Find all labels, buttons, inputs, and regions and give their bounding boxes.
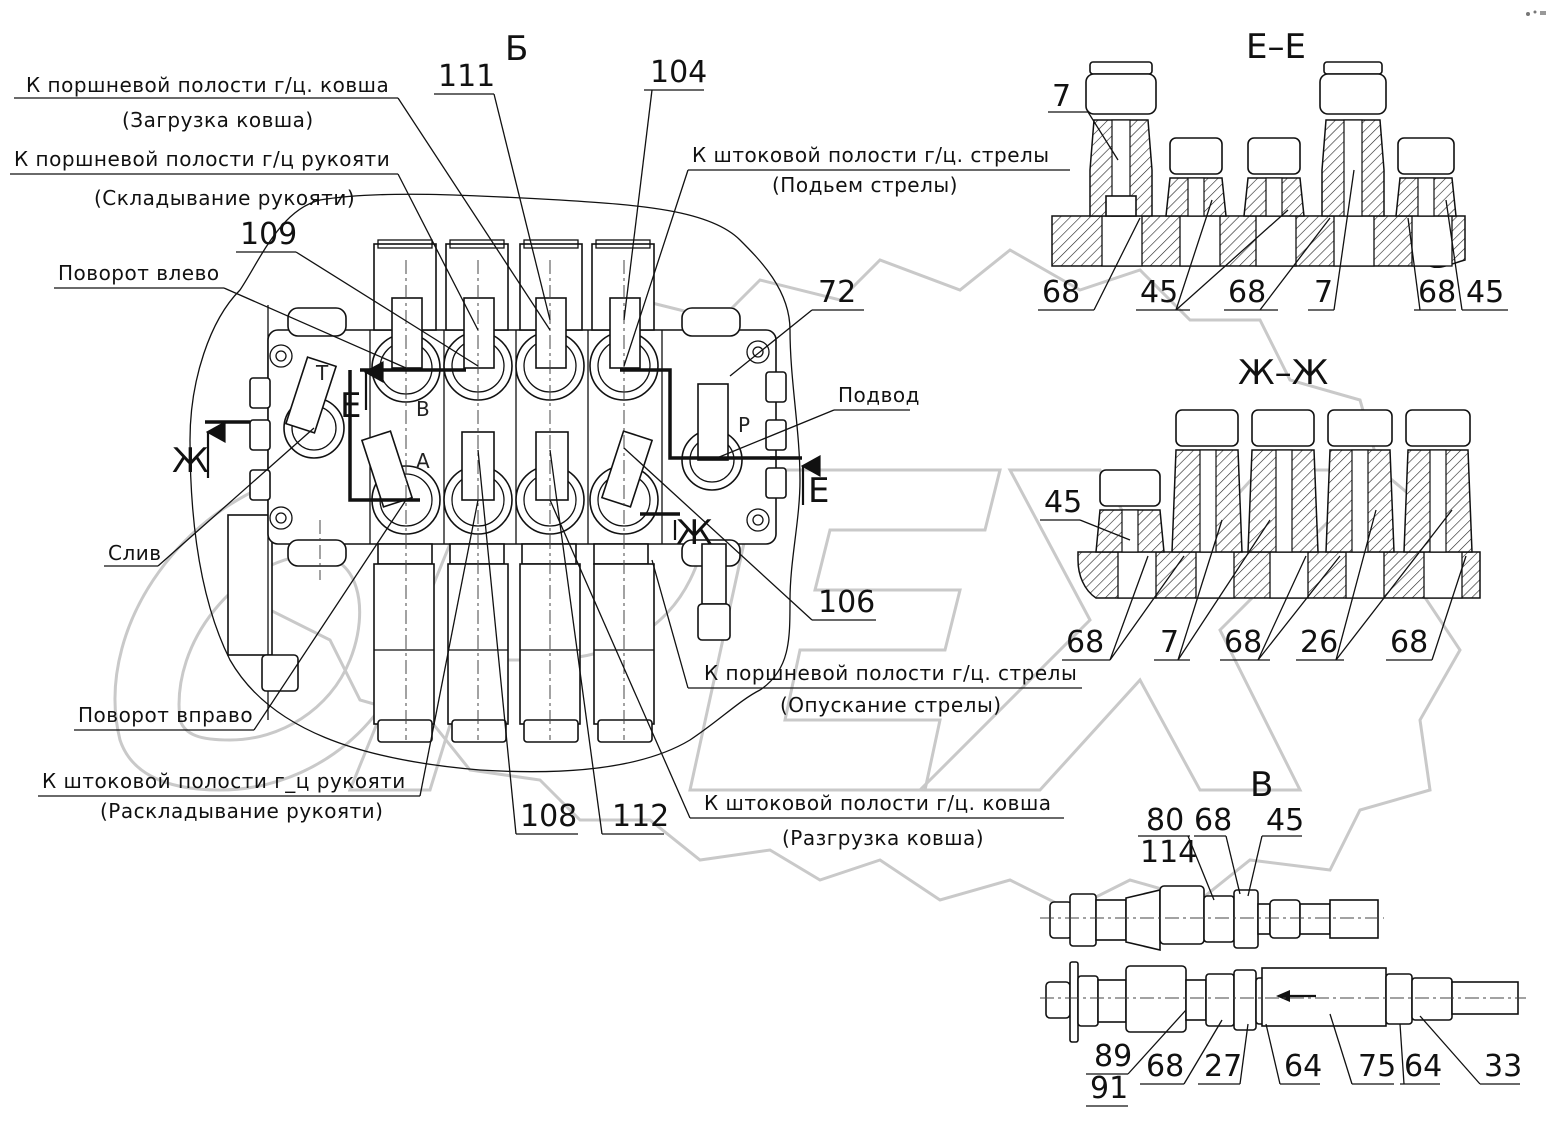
callout-zh-7: 7 <box>1160 625 1179 660</box>
callout-v-68-top: 68 <box>1194 803 1232 838</box>
label-handle-rod-note: (Раскладывание рукояти) <box>100 799 383 823</box>
fitting-zh-3 <box>1247 409 1319 553</box>
label-boom-rod: К штоковой полости г/ц. стрелы <box>692 143 1050 167</box>
callout-v-64-b: 64 <box>1404 1049 1442 1084</box>
label-handle-piston-note: (Складывание рукояти) <box>94 186 355 210</box>
callout-v-33: 33 <box>1484 1049 1522 1084</box>
view-title-b: Б <box>505 29 528 69</box>
fitting-e-3 <box>1243 137 1305 217</box>
callout-e-45-b: 45 <box>1466 275 1504 310</box>
callout-112: 112 <box>612 799 669 834</box>
callout-v-114: 114 <box>1140 835 1197 870</box>
callout-zh-26: 26 <box>1300 625 1338 660</box>
label-drain: Слив <box>108 541 162 565</box>
port-letter-b: В <box>416 397 430 421</box>
callout-v-68-bot: 68 <box>1146 1049 1184 1084</box>
callout-zh-45: 45 <box>1044 485 1082 520</box>
bolt-head <box>261 654 299 692</box>
label-boom-piston-note: (Опускание стрелы) <box>780 693 1002 717</box>
callout-e-68-b: 68 <box>1228 275 1266 310</box>
section-zh-zh: Ж–Ж <box>1040 353 1481 661</box>
main-view-labels: К поршневой полости г/ц. ковша (Загрузка… <box>10 55 1082 850</box>
outlet-fitting <box>697 603 731 641</box>
spool-housings-bottom <box>373 543 655 743</box>
fitting-e-2 <box>1165 137 1227 217</box>
label-boom-piston: К поршневой полости г/ц. стрелы <box>704 661 1077 685</box>
view-v-title: В <box>1250 765 1273 805</box>
callout-e-68-a: 68 <box>1042 275 1080 310</box>
cut-marker-zh-left: Ж <box>172 441 209 481</box>
view-boundary <box>189 193 801 773</box>
label-bucket-piston-note: (Загрузка ковша) <box>122 108 314 132</box>
section-e-e: Е–Е <box>1038 27 1508 311</box>
section-e-title: Е–Е <box>1246 27 1306 67</box>
fitting-zh-1 <box>1095 469 1165 553</box>
callout-v-75: 75 <box>1358 1049 1396 1084</box>
label-bucket-piston: К поршневой полости г/ц. ковша <box>26 73 389 97</box>
callout-106: 106 <box>818 585 875 620</box>
callout-zh-68-b: 68 <box>1224 625 1262 660</box>
mounting-plate <box>227 514 273 656</box>
callout-e-7-b: 7 <box>1314 275 1333 310</box>
lug <box>287 539 347 567</box>
fitting-zh-4 <box>1325 409 1395 553</box>
callout-v-80: 80 <box>1146 803 1184 838</box>
label-bucket-rod-note: (Разгрузка ковша) <box>782 826 984 850</box>
label-turn-right: Поворот вправо <box>78 703 253 727</box>
section-zh-title: Ж–Ж <box>1238 353 1328 393</box>
cut-marker-e-top: Е <box>340 386 361 426</box>
view-v-lower-assembly <box>1040 961 1526 1043</box>
callout-108: 108 <box>520 799 577 834</box>
fitting-e-4 <box>1319 61 1387 217</box>
callout-v-27: 27 <box>1204 1049 1242 1084</box>
callout-v-64-a: 64 <box>1284 1049 1322 1084</box>
cut-marker-e-right: Е <box>808 471 829 511</box>
callout-111: 111 <box>438 59 495 94</box>
label-supply: Подвод <box>838 383 920 407</box>
label-boom-rod-note: (Подьем стрелы) <box>772 173 958 197</box>
view-v-upper-assembly <box>1040 885 1384 952</box>
fitting-zh-5 <box>1403 409 1473 553</box>
view-v: В <box>1040 765 1526 1107</box>
callout-v-45: 45 <box>1266 803 1304 838</box>
outlet-pipe <box>701 543 727 605</box>
port-letter-a: А <box>416 449 430 473</box>
cut-marker-zh-right: Ж <box>676 513 713 553</box>
corner-mark <box>1526 10 1546 16</box>
fitting-e-5 <box>1395 137 1457 217</box>
callout-e-45-a: 45 <box>1140 275 1178 310</box>
callout-104: 104 <box>650 55 707 90</box>
lug <box>681 307 741 337</box>
cut-line-e <box>348 370 420 502</box>
port-letter-t: Т <box>315 361 329 385</box>
fitting-e-1 <box>1085 61 1157 217</box>
callout-zh-68-c: 68 <box>1390 625 1428 660</box>
label-handle-piston: К поршневой полости г/ц рукояти <box>14 147 390 171</box>
callout-v-91: 91 <box>1090 1071 1128 1106</box>
callout-72: 72 <box>818 275 856 310</box>
fitting-zh-2 <box>1171 409 1243 553</box>
port-letter-p: Р <box>738 413 750 437</box>
main-view: Е Е Ж Ж Т В А Р Б <box>172 29 829 773</box>
label-handle-rod: К штоковой полости г_ц рукояти <box>42 769 406 793</box>
callout-e-68-c: 68 <box>1418 275 1456 310</box>
label-bucket-rod: К штоковой полости г/ц. ковша <box>704 791 1052 815</box>
callout-109: 109 <box>240 217 297 252</box>
callout-zh-68-a: 68 <box>1066 625 1104 660</box>
callout-e-7-top: 7 <box>1052 79 1071 114</box>
lug <box>287 307 347 337</box>
label-turn-left: Поворот влево <box>58 261 220 285</box>
hose-stubs <box>284 297 729 508</box>
callout-v-89: 89 <box>1094 1039 1132 1074</box>
